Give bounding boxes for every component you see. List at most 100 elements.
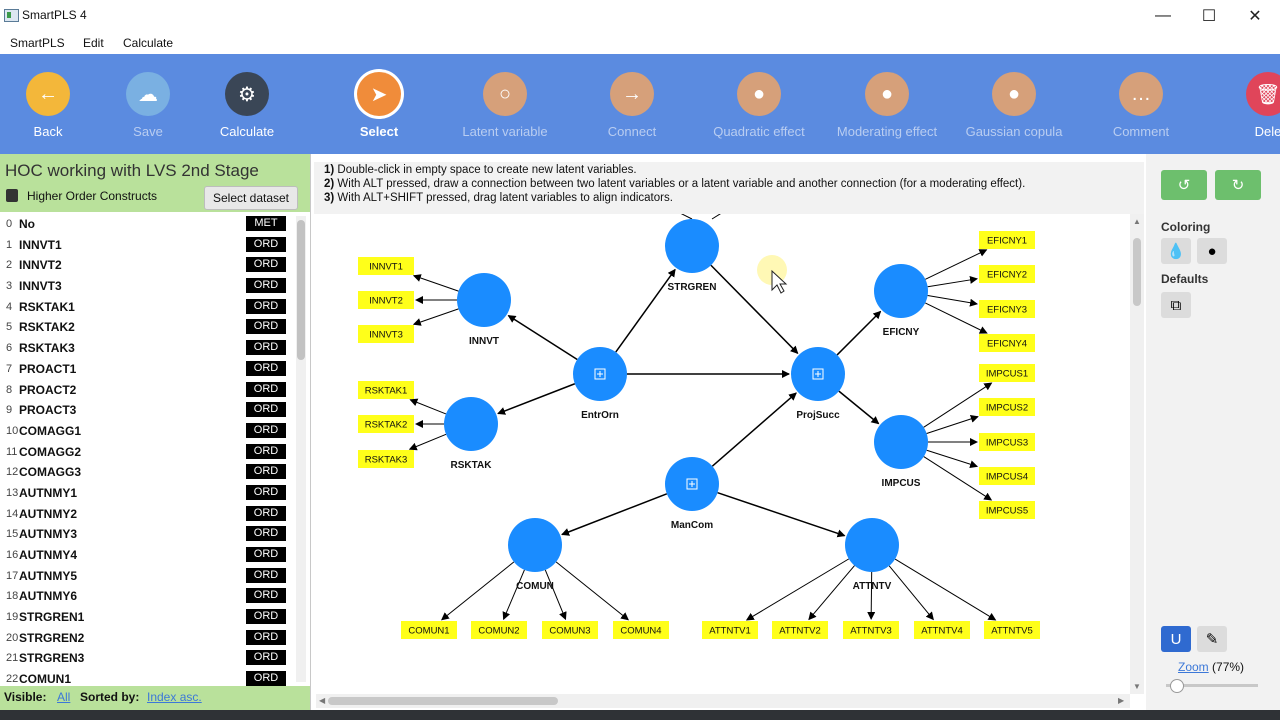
construct-circle[interactable] xyxy=(665,219,719,273)
path-ManCom-ATTNTV[interactable] xyxy=(717,491,846,538)
loading-ATTNTV4[interactable] xyxy=(888,565,934,621)
scroll-down-icon[interactable]: ▼ xyxy=(1133,682,1141,691)
toolbar-gaussian-copula-button[interactable]: ●Gaussian copula xyxy=(954,72,1074,139)
path-EntrOrn-INNVT[interactable] xyxy=(507,314,578,361)
loading-IMPCUS5[interactable] xyxy=(923,456,993,501)
indicator-box[interactable] xyxy=(358,257,414,275)
zoom-slider-handle[interactable] xyxy=(1169,679,1184,693)
close-icon[interactable]: ✕ xyxy=(1248,8,1262,25)
select-dataset-button[interactable]: Select dataset xyxy=(204,186,298,210)
loading-COMUN2[interactable] xyxy=(502,569,525,621)
indicator-box[interactable] xyxy=(984,621,1040,639)
color-fill-icon[interactable]: 💧 xyxy=(1161,238,1191,264)
black-fill-icon[interactable]: ● xyxy=(1197,238,1227,264)
indicator-box[interactable] xyxy=(613,621,669,639)
toolbar-comment-button[interactable]: …Comment xyxy=(1081,72,1201,139)
construct-circle[interactable] xyxy=(874,264,928,318)
construct-circle[interactable] xyxy=(845,518,899,572)
indicator-box[interactable] xyxy=(843,621,899,639)
defaults-layout-icon[interactable]: ⧉ xyxy=(1161,292,1191,318)
path-ManCom-ProjSucc[interactable] xyxy=(711,392,797,467)
indicator-box[interactable] xyxy=(979,433,1035,451)
indicator-INNVT1[interactable]: INNVT1 xyxy=(358,257,414,275)
indicator-box[interactable] xyxy=(979,334,1035,352)
indicator-EFICNY3[interactable]: EFICNY3 xyxy=(979,300,1035,318)
horizontal-scroll-thumb[interactable] xyxy=(328,697,558,705)
redo-icon[interactable]: ↻ xyxy=(1215,170,1261,200)
toolbar-dele-button[interactable]: 🗑Dele xyxy=(1208,72,1280,139)
indicator-ATTNTV2[interactable]: ATTNTV2 xyxy=(772,621,828,639)
construct-circle[interactable] xyxy=(444,397,498,451)
loading-COMUN1[interactable] xyxy=(441,561,515,621)
construct-ProjSucc[interactable]: ProjSucc xyxy=(791,347,845,421)
loading-RSKTAK3[interactable] xyxy=(408,433,447,451)
indicator-box[interactable] xyxy=(979,398,1035,416)
construct-IMPCUS[interactable]: IMPCUS xyxy=(874,415,928,489)
zoom-slider-track[interactable] xyxy=(1166,684,1258,687)
construct-ManCom[interactable]: ManCom xyxy=(665,457,719,531)
construct-circle[interactable] xyxy=(508,518,562,572)
indicator-box[interactable] xyxy=(979,364,1035,382)
indicator-ATTNTV5[interactable]: ATTNTV5 xyxy=(984,621,1040,639)
construct-RSKTAK[interactable]: RSKTAK xyxy=(444,397,498,471)
loading-EFICNY2[interactable] xyxy=(927,275,979,288)
indicator-box[interactable] xyxy=(358,381,414,399)
indicator-box[interactable] xyxy=(979,265,1035,283)
menu-edit[interactable]: Edit xyxy=(83,36,104,50)
indicator-box[interactable] xyxy=(471,621,527,639)
undo-icon[interactable]: ↺ xyxy=(1161,170,1207,200)
indicator-box[interactable] xyxy=(979,300,1035,318)
indicator-box[interactable] xyxy=(914,621,970,639)
indicator-RSKTAK2[interactable]: RSKTAK2 xyxy=(358,415,414,433)
indicator-EFICNY2[interactable]: EFICNY2 xyxy=(979,265,1035,283)
loading-EFICNY3[interactable] xyxy=(927,295,979,307)
indicator-list-scrollbar[interactable] xyxy=(296,216,306,682)
indicator-ATTNTV1[interactable]: ATTNTV1 xyxy=(702,621,758,639)
loading-IMPCUS2[interactable] xyxy=(926,415,979,435)
path-model-diagram[interactable]: STRGRENINNVTEntrOrnRSKTAKProjSuccEFICNYI… xyxy=(316,214,1130,692)
indicator-box[interactable] xyxy=(979,231,1035,249)
toolbar-connect-button[interactable]: →Connect xyxy=(572,72,692,139)
loading-IMPCUS4[interactable] xyxy=(926,449,979,469)
loading-EFICNY4[interactable] xyxy=(925,302,988,334)
loading-RSKTAK1[interactable] xyxy=(409,398,447,415)
indicator-box[interactable] xyxy=(772,621,828,639)
scrollbar-thumb[interactable] xyxy=(297,220,305,360)
toolbar-latent-variable-button[interactable]: ○Latent variable xyxy=(445,72,565,139)
loading-COMUN4[interactable] xyxy=(555,561,629,621)
construct-EFICNY[interactable]: EFICNY xyxy=(874,264,928,338)
indicator-box[interactable] xyxy=(979,501,1035,519)
indicator-ATTNTV4[interactable]: ATTNTV4 xyxy=(914,621,970,639)
minimize-icon[interactable]: — xyxy=(1155,7,1171,24)
loading-EFICNY1[interactable] xyxy=(925,249,988,280)
indicator-EFICNY4[interactable]: EFICNY4 xyxy=(979,334,1035,352)
indicator-box[interactable] xyxy=(358,450,414,468)
loading-IMPCUS1[interactable] xyxy=(923,382,993,428)
toolbar-select-button[interactable]: ➤Select xyxy=(319,72,439,139)
path-ProjSucc-EFICNY[interactable] xyxy=(836,310,882,356)
construct-circle[interactable] xyxy=(457,273,511,327)
magnet-icon[interactable]: U xyxy=(1161,626,1191,652)
indicator-box[interactable] xyxy=(358,291,414,309)
toolbar-moderating-effect-button[interactable]: ●Moderating effect xyxy=(827,72,947,139)
indicator-RSKTAK1[interactable]: RSKTAK1 xyxy=(358,381,414,399)
maximize-icon[interactable]: ☐ xyxy=(1201,8,1217,25)
path-EntrOrn-STRGREN[interactable] xyxy=(615,268,676,353)
